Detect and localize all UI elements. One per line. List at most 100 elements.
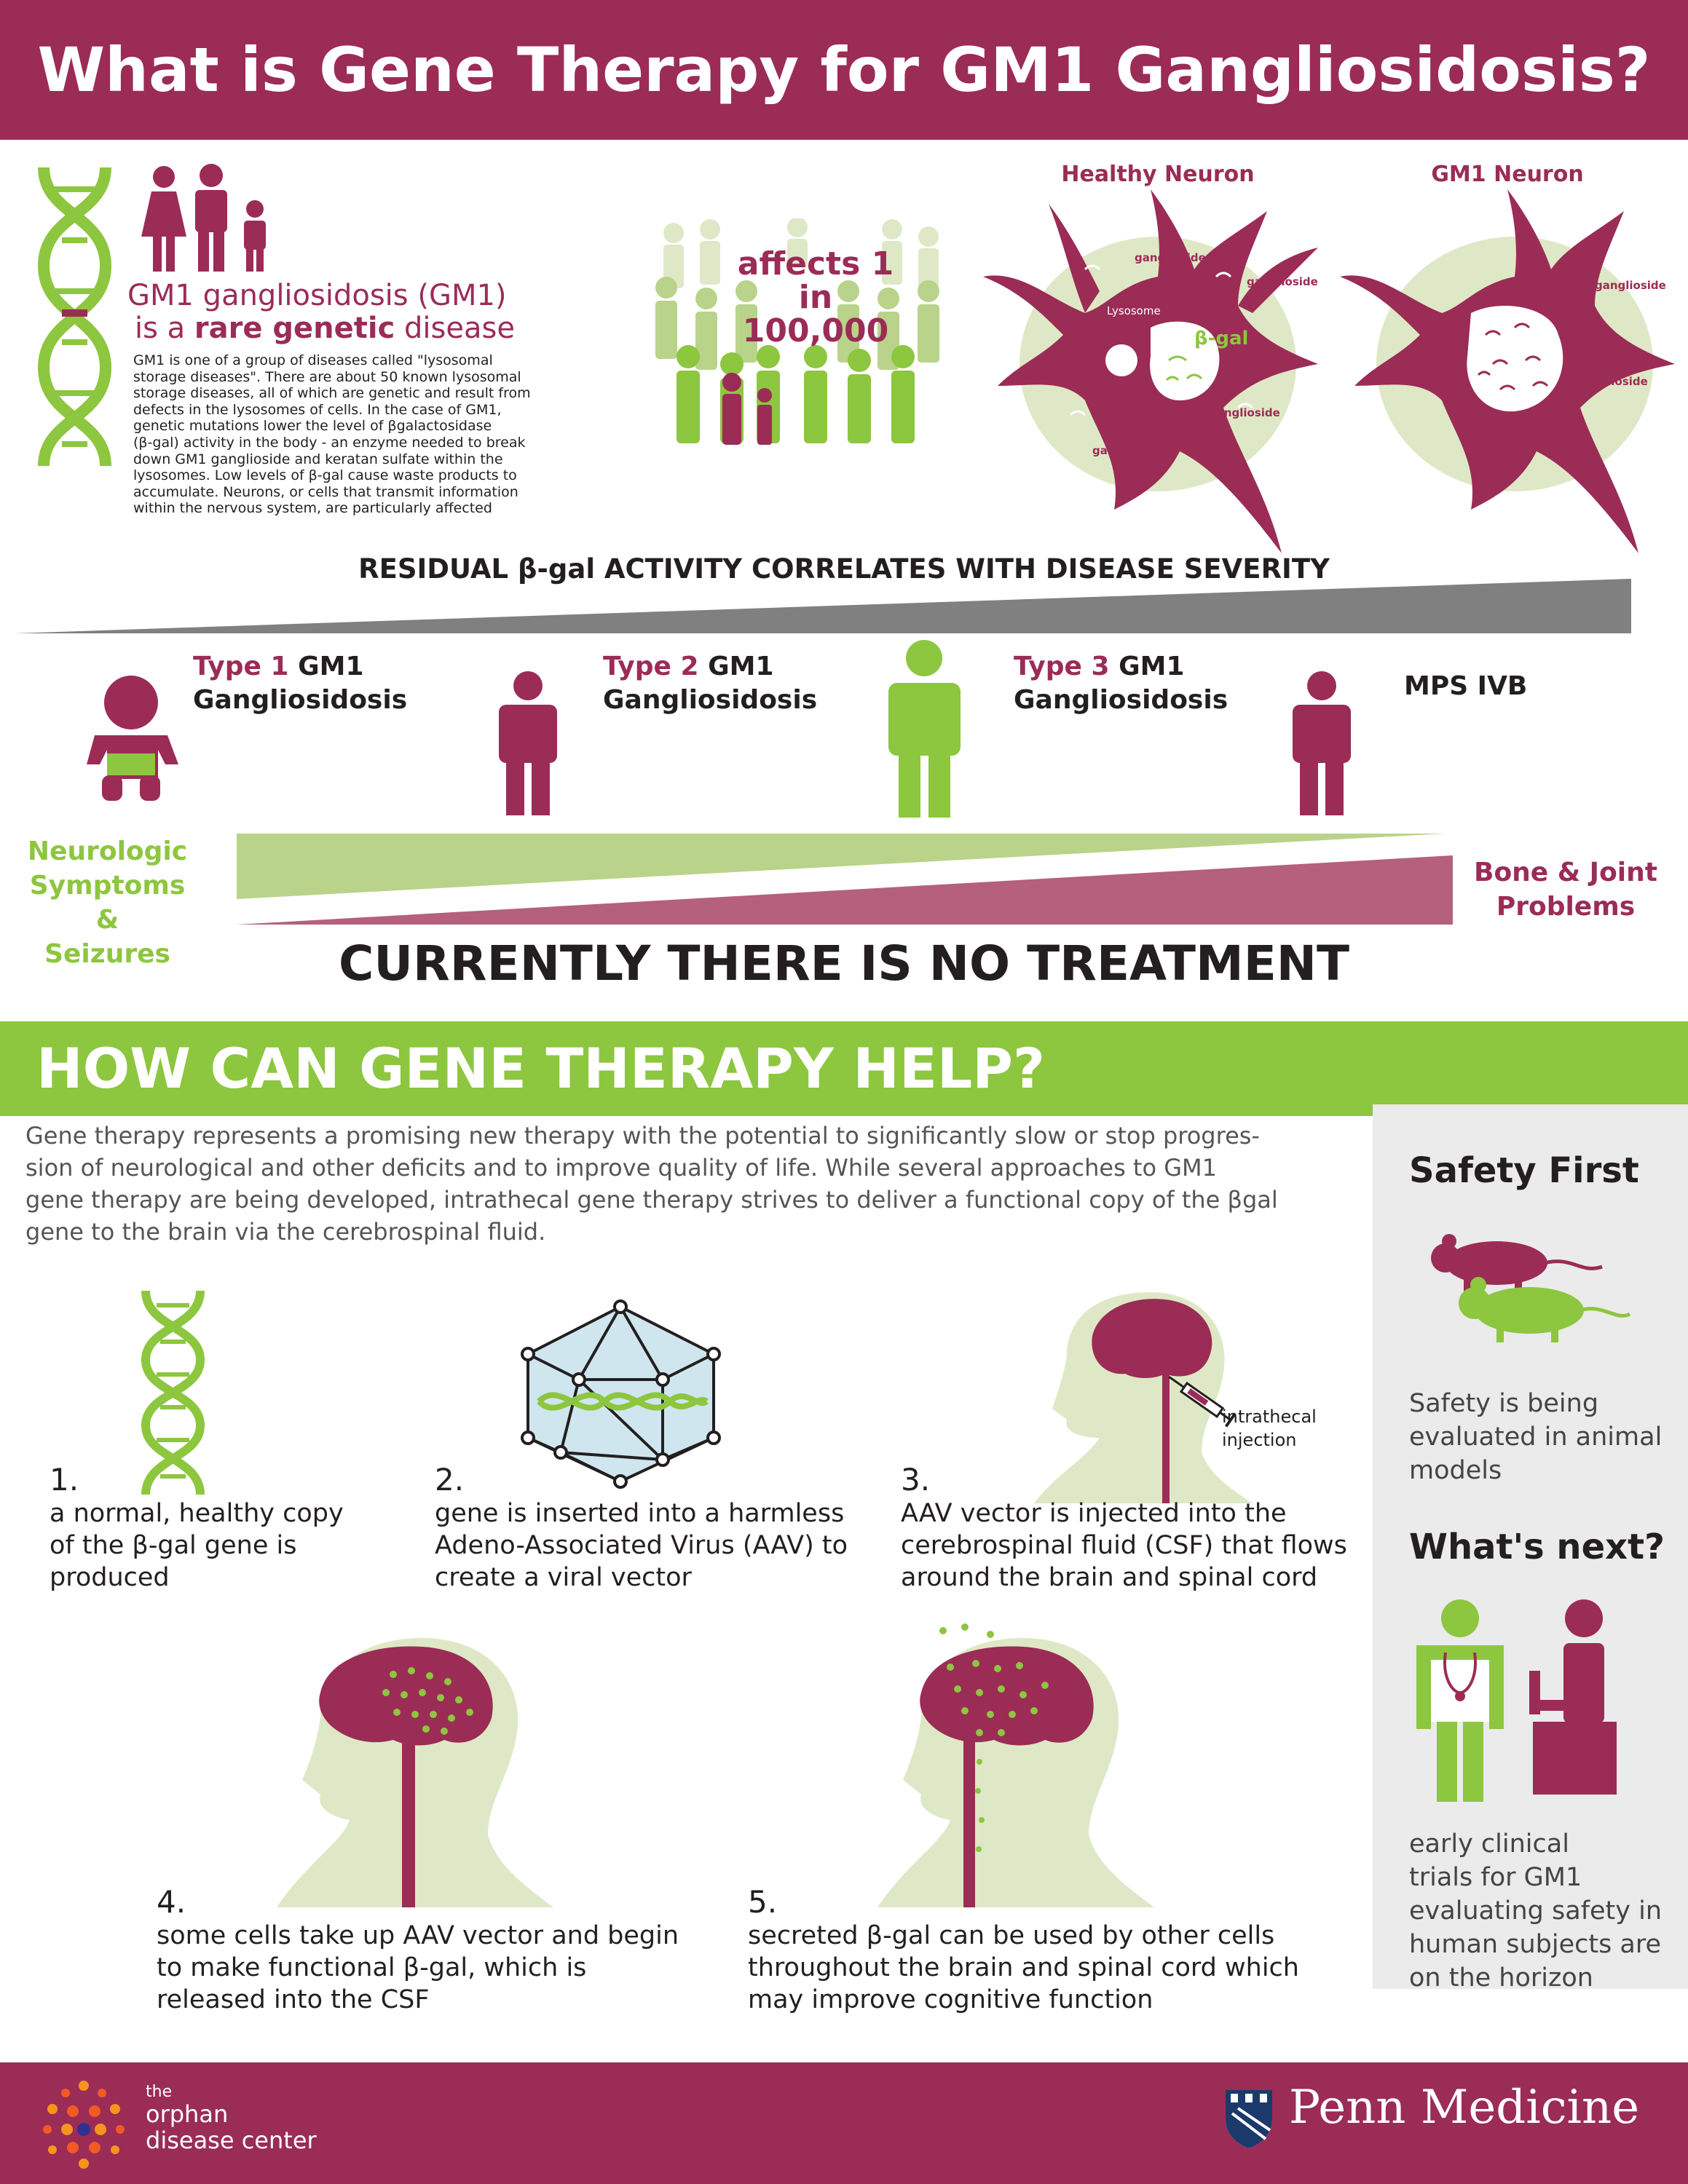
step-number: 4.	[157, 1884, 186, 1920]
healthy-neuron-label: Healthy Neuron	[1061, 162, 1255, 187]
intro-headline-2: is a rare genetic disease	[135, 312, 515, 345]
type-line2: Gangliosidosis	[603, 685, 818, 715]
bone-joint-line: Bone & Joint	[1474, 858, 1657, 887]
step1-dna-icon	[141, 1290, 205, 1495]
intro-line: GM1 is one of a group of diseases called…	[133, 352, 493, 368]
next-line: evaluating safety in	[1409, 1896, 1663, 1926]
ganglioside-label: ganglioside	[1209, 406, 1280, 419]
intro-line: (β-gal) activity in the body - an enzyme…	[133, 434, 526, 451]
child-figure-icon	[499, 671, 557, 815]
severity-wedge	[15, 579, 1631, 633]
prevalence-line2: 100,000	[742, 312, 889, 349]
type-2-label: Type 2 GM1 Gangliosidosis	[603, 650, 817, 717]
orphan-line: disease center	[146, 2126, 317, 2154]
step-5: 5. secreted β-gal can be used by other c…	[748, 1884, 1299, 2016]
step-line: create a viral vector	[435, 1563, 692, 1592]
type-line2: Gangliosidosis	[1014, 685, 1228, 715]
next-line: human subjects are	[1409, 1930, 1662, 1959]
step-line: of the β-gal gene is	[50, 1531, 297, 1560]
aav-virus-icon	[521, 1299, 721, 1489]
intro-line: lysosomes. Low levels of β-gal cause was…	[133, 467, 517, 484]
symptom-gradient	[237, 834, 1453, 925]
head-vector-uptake-icon	[277, 1638, 553, 1907]
no-treatment-text: CURRENTLY THERE IS NO TREATMENT	[338, 935, 1350, 992]
neurologic-label: Neurologic Symptoms & Seizures	[15, 834, 200, 971]
step-line: throughout the brain and spinal cord whi…	[748, 1953, 1299, 1982]
penn-medicine-logo: Penn Medicine	[1289, 2081, 1640, 2134]
footer-bar	[0, 2062, 1688, 2184]
safety-line: models	[1409, 1456, 1502, 1485]
intro-line: genetic mutations lower the level of βga…	[133, 418, 492, 435]
help-bar	[0, 1021, 1688, 1116]
help-line: gene therapy are being developed, intrat…	[25, 1186, 1278, 1214]
type-number: Type 1	[193, 652, 289, 681]
intro-headline-post: disease	[395, 312, 515, 345]
injection-line: injection	[1222, 1430, 1297, 1450]
step-line: secreted β-gal can be used by other cell…	[748, 1921, 1275, 1950]
type-1-label: Type 1 GM1 Gangliosidosis	[193, 650, 407, 717]
injection-line: intrathecal	[1222, 1406, 1317, 1427]
step-2: 2. gene is inserted into a harmless Aden…	[435, 1462, 848, 1594]
adult-figure-icon	[888, 640, 961, 818]
type-number: Type 2	[603, 652, 699, 681]
intro-line: defects in the lysosomes of cells. In th…	[133, 401, 502, 418]
next-line: trials for GM1	[1409, 1863, 1582, 1892]
step-4: 4. some cells take up AAV vector and beg…	[157, 1884, 679, 2016]
step-number: 5.	[748, 1884, 778, 1920]
orphan-line: the	[146, 2083, 173, 2101]
step-line: Adeno-Associated Virus (AAV) to	[435, 1531, 848, 1560]
help-line: Gene therapy represents a promising new …	[25, 1122, 1260, 1150]
crowd-icon	[655, 218, 939, 445]
type-line2: Gangliosidosis	[193, 685, 408, 715]
child-figure-icon	[1293, 671, 1351, 815]
bgal-label: β-gal	[1194, 328, 1249, 349]
type-name: MPS IVB	[1404, 671, 1528, 701]
family-icon	[141, 164, 266, 272]
next-line: early clinical	[1409, 1829, 1569, 1859]
step-line: gene is inserted into a harmless	[435, 1499, 845, 1528]
type-name: GM1	[1109, 652, 1185, 681]
dna-icon	[37, 167, 112, 467]
type-name: GM1	[698, 652, 774, 681]
gm1-neuron-illustration	[1340, 189, 1675, 553]
help-paragraph: Gene therapy represents a promising new …	[25, 1120, 1358, 1248]
next-line: on the horizon	[1409, 1963, 1593, 1993]
page-title: What is Gene Therapy for GM1 Gangliosido…	[37, 34, 1651, 106]
intro-headline-pre: is a	[135, 312, 194, 345]
type-name: GM1	[288, 652, 364, 681]
head-injection-icon	[1034, 1292, 1253, 1503]
ganglioside-label: ganglioside	[1247, 275, 1318, 288]
step-line: to make functional β-gal, which is	[157, 1953, 587, 1982]
baby-icon	[87, 676, 178, 801]
intro-headline-bold: rare genetic	[194, 312, 395, 345]
orphan-disease-center-logo-icon	[43, 2081, 125, 2169]
intro-line: down GM1 ganglioside and keratan sulfate…	[133, 451, 503, 467]
safety-line: Safety is being	[1409, 1389, 1599, 1418]
step-1: 1. a normal, healthy copy of the β-gal g…	[50, 1462, 344, 1594]
healthy-neuron-illustration	[983, 189, 1318, 553]
intro-line: accumulate. Neurons, or cells that trans…	[133, 483, 518, 500]
gm1-neuron-label: GM1 Neuron	[1431, 162, 1584, 187]
whats-next-text: early clinical trials for GM1 evaluating…	[1409, 1827, 1662, 1995]
lysosome-label: Lysosome	[1107, 304, 1161, 317]
step-line: some cells take up AAV vector and begin	[157, 1921, 679, 1950]
intro-line: within the nervous system, are particula…	[133, 500, 492, 517]
head-bgal-spread-icon	[877, 1623, 1154, 1907]
orphan-disease-center-logo: the orphan disease center	[146, 2083, 317, 2154]
injection-label: intrathecal injection	[1222, 1405, 1317, 1452]
intro-line: storage diseases". There are about 50 kn…	[133, 368, 521, 385]
intro-line: storage diseases, all of which are genet…	[133, 385, 531, 402]
step-line: AAV vector is injected into the	[901, 1499, 1287, 1528]
safety-heading: Safety First	[1409, 1150, 1639, 1191]
mice-icon	[1431, 1234, 1631, 1342]
help-line: gene to the brain via the cerebrospinal …	[25, 1218, 546, 1246]
step-line: cerebrospinal fluid (CSF) that flows	[901, 1531, 1347, 1560]
help-heading: HOW CAN GENE THERAPY HELP?	[36, 1036, 1046, 1101]
step-number: 1.	[50, 1462, 79, 1497]
title-bar	[0, 0, 1688, 140]
prevalence-line1: affects 1 in	[737, 245, 894, 316]
bone-joint-label: Bone & Joint Problems	[1464, 855, 1668, 924]
ganglioside-label: ganglioside	[1092, 444, 1164, 457]
intro-paragraph: GM1 is one of a group of diseases called…	[133, 352, 585, 517]
ganglioside-label: ganglioside	[1577, 375, 1648, 388]
